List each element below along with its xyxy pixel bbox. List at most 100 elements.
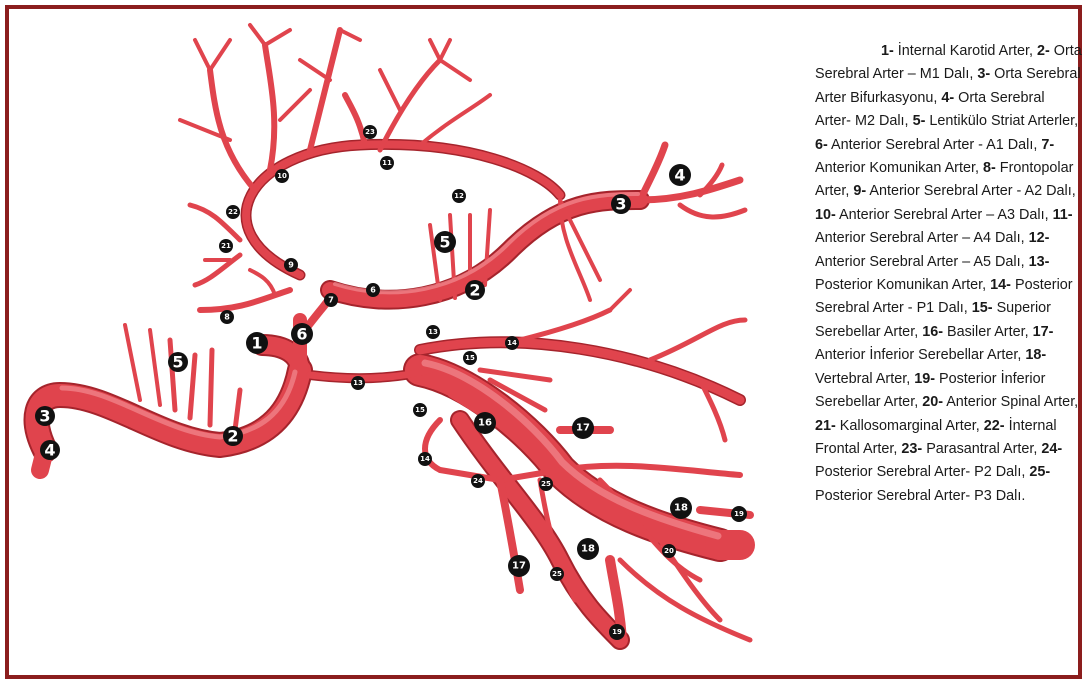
label-6-left: 6 bbox=[291, 323, 313, 345]
label-3-left: 3 bbox=[35, 406, 55, 426]
legend-number: 7- bbox=[1041, 137, 1054, 153]
label-3-right: 3 bbox=[611, 194, 631, 214]
svg-text:14: 14 bbox=[420, 455, 430, 463]
legend-number: 19- bbox=[914, 371, 935, 387]
legend-entry: 9- Anterior Serebral Arter - A2 Dalı, bbox=[853, 183, 1075, 199]
legend-number: 12- bbox=[1029, 230, 1050, 246]
legend-entry: 23- Parasantral Arter, bbox=[901, 441, 1041, 457]
label-2-right: 2 bbox=[465, 280, 485, 300]
legend-description: Anterior Serebral Arter – A4 Dalı, bbox=[815, 230, 1029, 246]
svg-text:4: 4 bbox=[674, 166, 685, 185]
legend-description: Anterior Serebral Arter – A3 Dalı, bbox=[836, 207, 1053, 223]
svg-text:20: 20 bbox=[664, 547, 674, 555]
label-5-right: 5 bbox=[434, 231, 456, 253]
legend-number: 14- bbox=[990, 277, 1011, 293]
legend-number: 16- bbox=[922, 324, 943, 340]
artery-vessels bbox=[37, 25, 750, 640]
svg-text:8: 8 bbox=[224, 313, 230, 322]
svg-text:3: 3 bbox=[615, 195, 626, 214]
label-15-lower: 15 bbox=[413, 403, 427, 417]
label-12: 12 bbox=[452, 189, 466, 203]
svg-text:3: 3 bbox=[39, 407, 50, 426]
svg-text:25: 25 bbox=[552, 570, 562, 578]
svg-text:4: 4 bbox=[44, 441, 55, 460]
legend-description: Anterior Serebral Arter - A1 Dalı, bbox=[828, 137, 1042, 153]
label-13-lower: 13 bbox=[351, 376, 365, 390]
label-7: 7 bbox=[324, 293, 338, 307]
legend-number: 21- bbox=[815, 418, 836, 434]
legend-description: Anterior İnferior Serebellar Arter, bbox=[815, 347, 1025, 363]
legend-number: 22- bbox=[984, 418, 1005, 434]
label-18-upper: 18 bbox=[670, 497, 692, 519]
legend-description: Anterior Serebral Arter – A5 Dalı, bbox=[815, 254, 1029, 270]
svg-text:24: 24 bbox=[473, 477, 483, 485]
legend-entry: 20- Anterior Spinal Arter, bbox=[922, 394, 1078, 410]
legend-number: 23- bbox=[901, 441, 922, 457]
label-15-upper: 15 bbox=[463, 351, 477, 365]
legend-number: 24- bbox=[1041, 441, 1062, 457]
label-19-right: 19 bbox=[731, 506, 747, 522]
svg-text:13: 13 bbox=[353, 379, 363, 387]
label-22: 22 bbox=[226, 205, 240, 219]
svg-text:18: 18 bbox=[581, 544, 595, 555]
legend-number: 9- bbox=[853, 183, 866, 199]
svg-text:14: 14 bbox=[507, 339, 517, 347]
svg-text:2: 2 bbox=[227, 427, 238, 446]
svg-text:15: 15 bbox=[415, 406, 425, 414]
svg-text:23: 23 bbox=[365, 128, 375, 136]
legend-description: Lentikülo Striat Arterler, bbox=[925, 113, 1078, 129]
legend-number: 10- bbox=[815, 207, 836, 223]
svg-text:2: 2 bbox=[469, 281, 480, 300]
svg-text:18: 18 bbox=[674, 503, 688, 514]
label-23: 23 bbox=[363, 125, 377, 139]
label-18-lower: 18 bbox=[577, 538, 599, 560]
legend-number: 11- bbox=[1053, 207, 1073, 223]
label-6-right: 6 bbox=[366, 283, 380, 297]
legend-number: 1- bbox=[881, 43, 894, 59]
svg-text:7: 7 bbox=[328, 296, 334, 305]
legend-number: 8- bbox=[983, 160, 996, 176]
svg-text:10: 10 bbox=[277, 172, 287, 180]
legend-first-line: 1- İnternal Karotid Arter, bbox=[815, 43, 1037, 59]
label-25-lower: 25 bbox=[550, 567, 564, 581]
legend-description: Anterior Serebral Arter - A2 Dalı, bbox=[866, 183, 1076, 199]
cerebral-arteries-diagram: 1 6 2 3 4 5 2 3 bbox=[9, 9, 809, 675]
svg-text:21: 21 bbox=[221, 242, 231, 250]
legend-number: 17- bbox=[1033, 324, 1054, 340]
label-1-left: 1 bbox=[246, 332, 268, 354]
legend-description: Posterior Serebral Arter- P3 Dalı. bbox=[815, 488, 1025, 504]
svg-text:25: 25 bbox=[541, 480, 551, 488]
svg-text:9: 9 bbox=[288, 261, 294, 270]
label-25-upper: 25 bbox=[539, 477, 553, 491]
legend-number: 25- bbox=[1029, 464, 1050, 480]
legend-description: Vertebral Arter, bbox=[815, 371, 914, 387]
label-9: 9 bbox=[284, 258, 298, 272]
svg-text:12: 12 bbox=[454, 192, 464, 200]
svg-text:1: 1 bbox=[251, 334, 262, 353]
label-17-left: 17 bbox=[508, 555, 530, 577]
svg-text:11: 11 bbox=[382, 159, 392, 167]
legend-number: 20- bbox=[922, 394, 943, 410]
svg-text:22: 22 bbox=[228, 208, 238, 216]
legend-description: İnternal Karotid Arter, bbox=[894, 43, 1037, 59]
label-4-left: 4 bbox=[40, 440, 60, 460]
label-13-upper: 13 bbox=[426, 325, 440, 339]
label-19-lower: 19 bbox=[609, 624, 625, 640]
legend-description: Posterior Komunikan Arter, bbox=[815, 277, 990, 293]
label-17-right: 17 bbox=[572, 417, 594, 439]
svg-text:17: 17 bbox=[576, 423, 590, 434]
svg-text:6: 6 bbox=[370, 286, 376, 295]
label-14-lower: 14 bbox=[418, 452, 432, 466]
svg-text:19: 19 bbox=[734, 510, 744, 518]
label-24: 24 bbox=[471, 474, 485, 488]
label-11: 11 bbox=[380, 156, 394, 170]
legend-number: 2- bbox=[1037, 43, 1050, 59]
svg-text:13: 13 bbox=[428, 328, 438, 336]
legend-entry: 6- Anterior Serebral Arter - A1 Dalı, bbox=[815, 137, 1041, 153]
svg-text:19: 19 bbox=[612, 628, 622, 636]
legend-number: 15- bbox=[972, 300, 993, 316]
legend-number: 5- bbox=[913, 113, 926, 129]
label-16: 16 bbox=[474, 412, 496, 434]
legend-number: 18- bbox=[1025, 347, 1046, 363]
svg-text:5: 5 bbox=[172, 353, 183, 372]
